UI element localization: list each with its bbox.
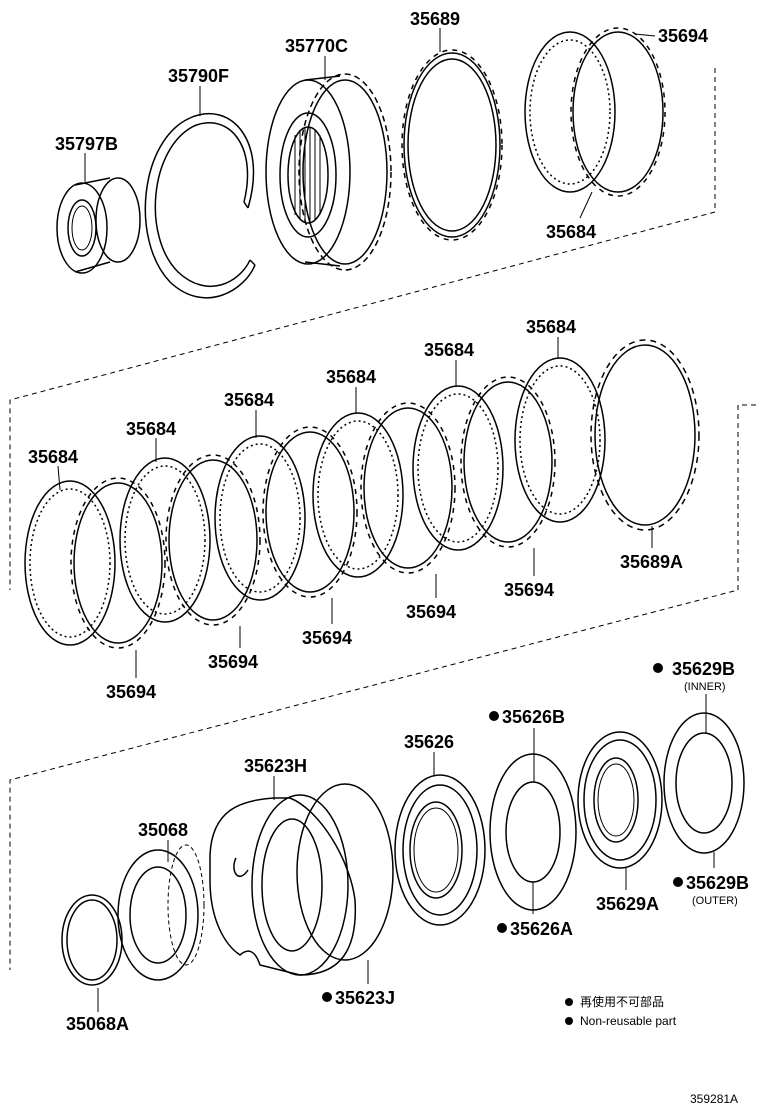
label-35684-mid-6: 35684 [526, 317, 576, 337]
label-35694-mid-1: 35694 [106, 682, 156, 702]
label-35626A: 35626A [510, 919, 573, 939]
part-35684-disc-5[interactable] [412, 385, 504, 551]
part-35694-plate-2[interactable] [165, 454, 261, 626]
part-35797B-sleeve[interactable] [56, 177, 141, 274]
label-35629A: 35629A [596, 894, 659, 914]
label-inner-note: (INNER) [684, 681, 726, 693]
part-35694-plate-1[interactable] [70, 477, 166, 649]
diagram-id: 359281A [690, 1092, 738, 1106]
label-35684-mid-5: 35684 [424, 340, 474, 360]
part-35694-plate-4[interactable] [360, 402, 456, 574]
part-35629A-cancel-plate[interactable] [577, 731, 663, 869]
label-35629B-outer: 35629B [686, 873, 749, 893]
part-35684-disc-top[interactable] [524, 31, 616, 193]
label-35694-mid-3: 35694 [302, 628, 352, 648]
legend-line-japanese: 再使用不可部品 [580, 994, 664, 1009]
part-35770C-clutch-hub[interactable] [265, 73, 392, 271]
part-35684-disc-3[interactable] [214, 435, 306, 601]
part-35626-seal[interactable] [394, 774, 486, 926]
label-35684-mid-2: 35684 [126, 419, 176, 439]
part-35694-plate-top[interactable] [570, 27, 666, 197]
label-35694-mid-4: 35694 [406, 602, 456, 622]
label-35684-mid-3: 35684 [224, 390, 274, 410]
part-35623H-piston[interactable] [209, 794, 357, 976]
part-35684-disc-6[interactable] [514, 357, 606, 523]
part-35684-disc-4[interactable] [312, 412, 404, 578]
part-35629B-seal[interactable] [663, 712, 745, 854]
label-35694-top: 35694 [658, 26, 708, 46]
legend: 再使用不可部品 Non-reusable part [565, 994, 677, 1028]
part-35689-plate[interactable] [401, 49, 503, 241]
label-outer-note: (OUTER) [692, 895, 738, 907]
label-35694-mid-5: 35694 [504, 580, 554, 600]
part-35694-plate-3[interactable] [262, 426, 358, 598]
label-35770C: 35770C [285, 36, 348, 56]
part-35068-spring-retainer[interactable] [117, 844, 205, 981]
label-35623H: 35623H [244, 756, 307, 776]
part-35684-disc-2[interactable] [119, 457, 211, 623]
mid-clutch-pack [24, 339, 700, 649]
dashed-frame-mid [9, 404, 760, 970]
label-35629B-inner: 35629B [672, 659, 735, 679]
label-35684-top: 35684 [546, 222, 596, 242]
legend-line-english: Non-reusable part [580, 1014, 677, 1028]
part-35068A-snap-ring[interactable] [61, 894, 123, 986]
label-35623J: 35623J [335, 988, 395, 1008]
part-35684-disc-1[interactable] [24, 480, 116, 646]
label-35790F: 35790F [168, 66, 229, 86]
part-35689A-plate[interactable] [590, 339, 700, 531]
part-35790F-snap-ring[interactable] [144, 113, 256, 299]
label-35068: 35068 [138, 820, 188, 840]
label-35694-mid-2: 35694 [208, 652, 258, 672]
label-35797B: 35797B [55, 134, 118, 154]
label-35689A: 35689A [620, 552, 683, 572]
label-35684-mid-1: 35684 [28, 447, 78, 467]
label-35689-top: 35689 [410, 9, 460, 29]
label-35626: 35626 [404, 732, 454, 752]
dashed-frame-top [9, 68, 716, 590]
part-35623J-o-ring[interactable] [296, 783, 394, 961]
label-35626B: 35626B [502, 707, 565, 727]
label-35684-mid-4: 35684 [326, 367, 376, 387]
part-35694-plate-5[interactable] [460, 376, 556, 548]
label-35068A: 35068A [66, 1014, 129, 1034]
